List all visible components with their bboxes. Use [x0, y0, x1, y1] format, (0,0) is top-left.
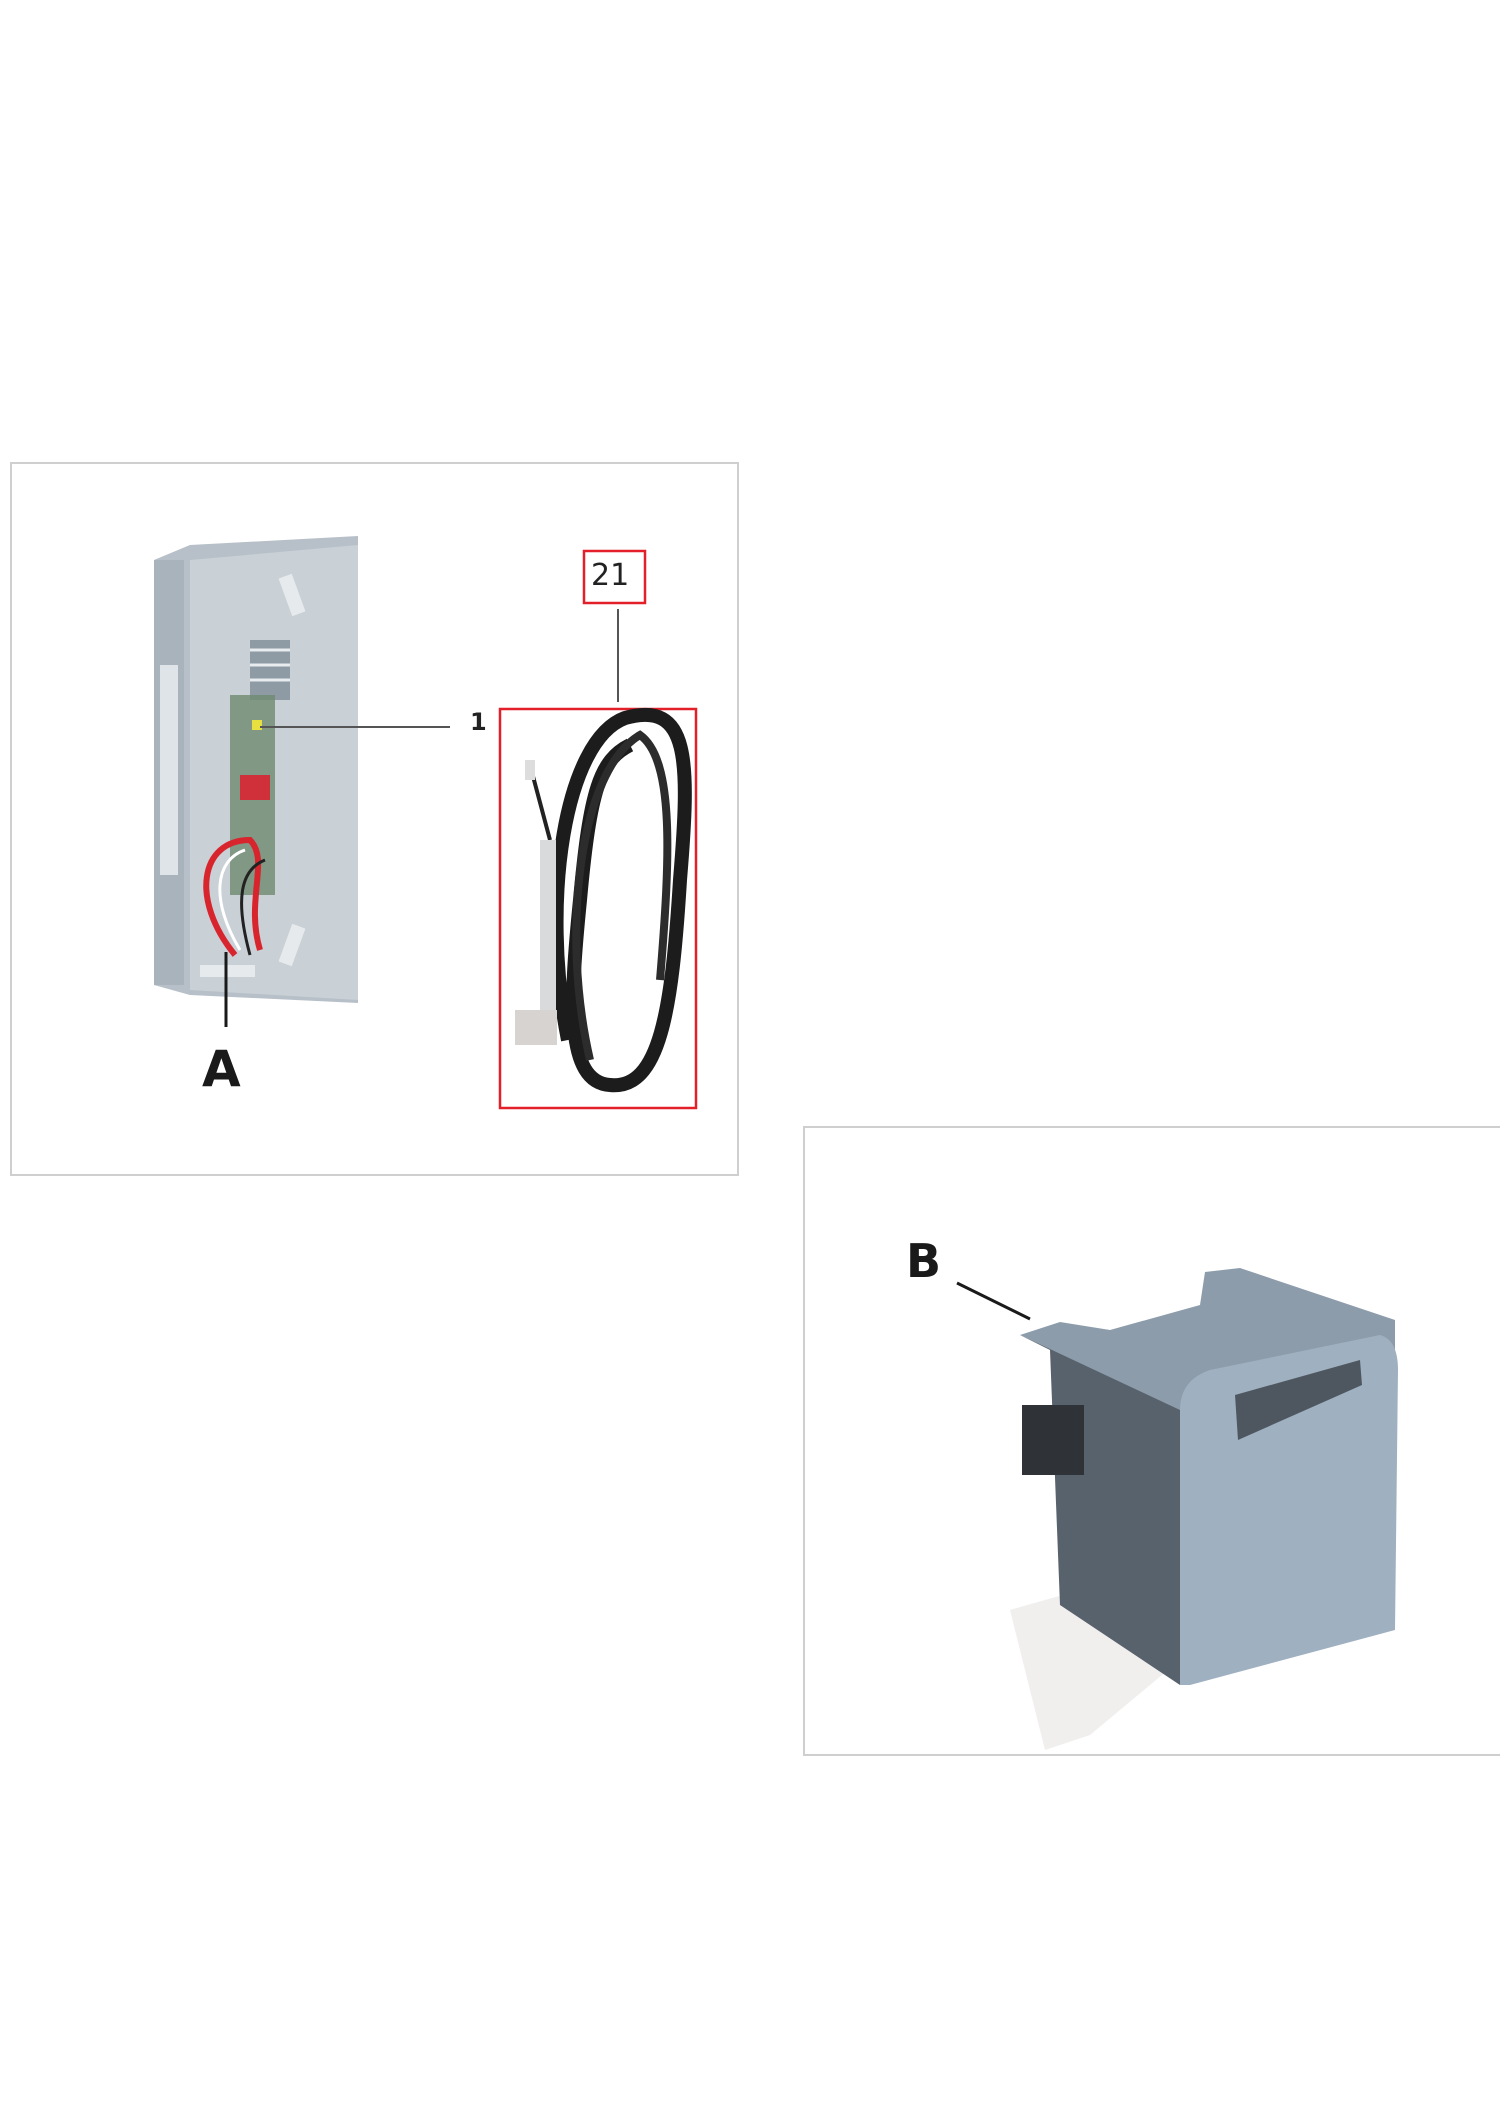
callout-label-a: A — [202, 1040, 241, 1098]
part-number-21: 21 — [591, 558, 630, 593]
control-unit-image — [154, 536, 358, 1003]
cable-image — [515, 707, 692, 1093]
callout-label-b: B — [906, 1234, 942, 1288]
part-number-1: 1 — [470, 708, 487, 736]
part-21-highlight-box — [582, 549, 647, 605]
battery-housing-image — [1010, 1268, 1398, 1750]
cable-highlight-box — [498, 707, 698, 1110]
leader-line-b — [956, 1281, 1031, 1321]
panel-control-unit — [10, 462, 739, 1176]
